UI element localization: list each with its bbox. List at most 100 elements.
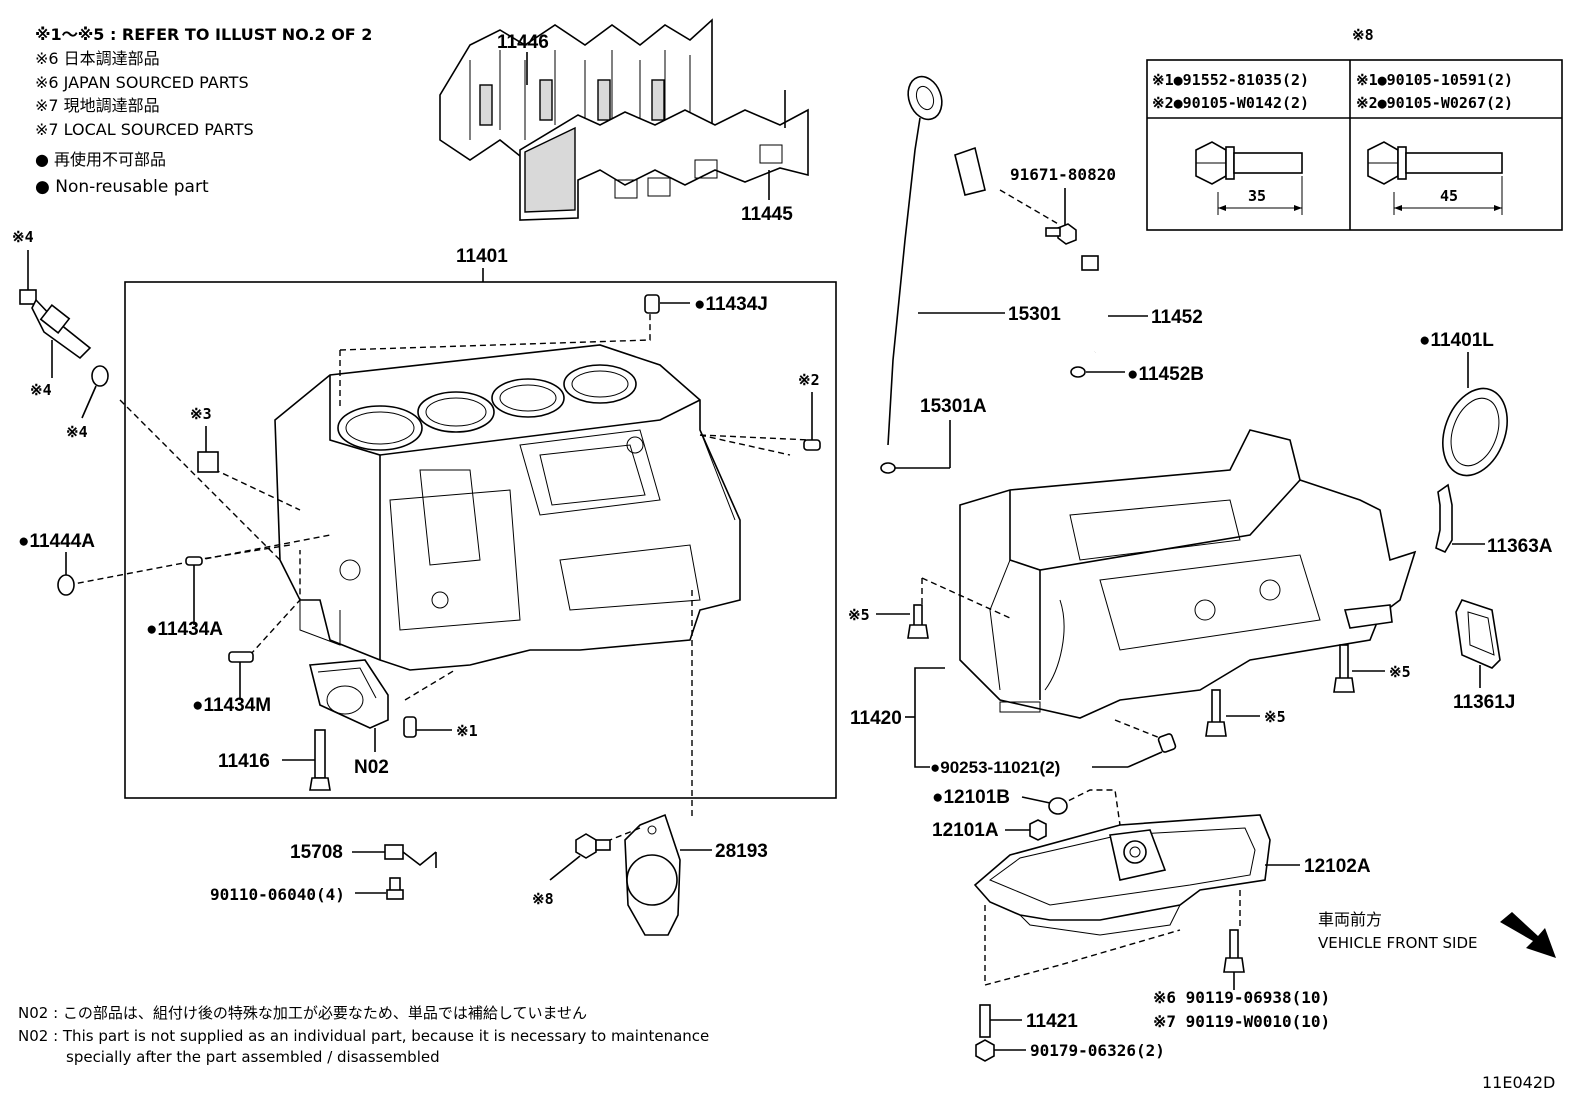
oil-pan-12102A (973, 814, 1271, 936)
o-ring-15301A (880, 462, 896, 474)
label-12102A: 12102A (1304, 856, 1371, 877)
stiffening-crankcase-11420 (959, 429, 1417, 719)
legend-notes: ※1～※5 : REFER TO ILLUST NO.2 OF 2 ※6 日本調… (35, 25, 372, 197)
spec-left-row1: ※1●91552-81035(2) (1152, 71, 1309, 89)
label-11446: 11446 (497, 32, 549, 53)
label-12101B: ●12101B (932, 787, 1010, 808)
pin-11434A (185, 556, 203, 566)
gasket-12101B (1048, 797, 1068, 815)
label-mark-8: ※8 (532, 890, 554, 908)
note-nonreuse-en: ● Non-reusable part (35, 177, 209, 197)
o-ring-11452B (1070, 366, 1086, 378)
bolt-90119 (1223, 929, 1245, 973)
spec-right-dim: 45 (1440, 187, 1458, 205)
label-mark-5-c: ※5 (1264, 708, 1286, 726)
dowel-mark-1 (403, 716, 417, 738)
pin-11434M (228, 651, 254, 663)
bolt-90110 (386, 877, 404, 900)
bearing-cap-N02 (308, 659, 389, 729)
bolt-mark-5-c (1205, 689, 1227, 737)
nut-90179 (975, 1039, 995, 1062)
label-90119-a: ※6 90119-06938(10) (1153, 988, 1330, 1007)
label-11361J: 11361J (1453, 692, 1515, 713)
note-6-en: ※6 JAPAN SOURCED PARTS (35, 73, 249, 92)
gasket-28193 (624, 813, 681, 936)
drain-plug-12101A (1029, 819, 1047, 841)
bolt-mark-5-a (907, 604, 929, 639)
label-11363A: 11363A (1487, 536, 1553, 557)
label-mark-5-a: ※5 (848, 606, 870, 624)
label-mark-1: ※1 (456, 722, 478, 740)
footer-n02-en2: specially after the part assembled / dis… (66, 1048, 440, 1066)
label-90119-b: ※7 90119-W0010(10) (1153, 1012, 1330, 1031)
label-11434M: ●11434M (192, 695, 271, 716)
footer-n02-jp: N02 : この部品は、組付け後の特殊な加工が必要なため、単品では補給していませ… (18, 1004, 587, 1022)
note-ref: ※1～※5 : REFER TO ILLUST NO.2 OF 2 (35, 25, 372, 44)
label-mark-5-b: ※5 (1389, 663, 1411, 681)
footer-n02-en1: N02 : This part is not supplied as an in… (18, 1027, 709, 1045)
label-11420: 11420 (850, 708, 902, 729)
note-nonreuse-jp: ● 再使用不可部品 (35, 150, 166, 169)
cylinder-block (274, 344, 741, 671)
label-15301A: 15301A (920, 396, 987, 417)
label-90110: 90110-06040(4) (210, 885, 345, 904)
dowel-pin-11434J (644, 294, 660, 314)
note-7-en: ※7 LOCAL SOURCED PARTS (35, 120, 254, 139)
retainer-11361J (1455, 599, 1501, 669)
block-assy-frame (124, 281, 837, 799)
note-7-jp: ※7 現地調達部品 (35, 96, 160, 115)
label-15301: 15301 (1008, 304, 1061, 325)
label-mark-3: ※3 (190, 405, 212, 423)
label-11452: 11452 (1151, 307, 1203, 328)
label-28193: 28193 (715, 841, 768, 862)
label-12101A: 12101A (932, 820, 999, 841)
oil-seal-11401L (1442, 387, 1508, 477)
label-11444A: ●11444A (18, 531, 95, 552)
illustration-code: 11E042D (1482, 1073, 1555, 1092)
label-11434J: ●11434J (694, 294, 768, 315)
water-drain-union (19, 289, 92, 360)
label-91671: 91671-80820 (1010, 165, 1116, 184)
spec-table: ※8 ※1●91552-81035(2) ※2●90105-W0142(2) ※… (1146, 26, 1563, 231)
label-11445: 11445 (741, 204, 793, 225)
spec-right-row1: ※1●90105-10591(2) (1356, 71, 1513, 89)
o-ring-11444A (57, 574, 75, 596)
note-6-jp: ※6 日本調達部品 (35, 49, 160, 68)
front-label-jp: 車両前方 (1318, 910, 1382, 929)
label-N02: N02 (354, 757, 389, 778)
plug-mark-3 (197, 451, 219, 473)
o-ring-mark-4 (91, 365, 109, 387)
oil-level-gauge-guide-11452 (954, 127, 1112, 353)
bolt-35-icon (1195, 141, 1303, 215)
label-90179: 90179-06326(2) (1030, 1041, 1165, 1060)
label-11421: 11421 (1026, 1011, 1078, 1032)
spec-left-row2: ※2●90105-W0142(2) (1152, 94, 1309, 112)
spec-left-dim: 35 (1248, 187, 1266, 205)
label-11434A: ●11434A (146, 619, 223, 640)
spec-table-frame (1146, 59, 1563, 231)
spec-right-row2: ※2●90105-W0267(2) (1356, 94, 1513, 112)
label-mark-4-a: ※4 (12, 228, 34, 246)
label-15708: 15708 (290, 842, 343, 863)
label-11401L: ●11401L (1419, 330, 1494, 351)
label-mark-4-b: ※4 (30, 381, 52, 399)
oil-jet-nozzle-15708 (384, 844, 437, 868)
pin-mark-2 (803, 439, 821, 451)
label-90253: ●90253-11021(2) (930, 758, 1060, 777)
oil-level-gauge-15301 (887, 75, 943, 446)
label-11401: 11401 (456, 246, 508, 267)
label-11416: 11416 (218, 751, 270, 772)
spec-table-title: ※8 (1352, 26, 1374, 44)
label-mark-4-c: ※4 (66, 423, 88, 441)
bolt-45-icon (1367, 141, 1503, 215)
front-label-en: VEHICLE FRONT SIDE (1318, 934, 1478, 952)
bolt-91671 (1045, 223, 1077, 245)
thrust-washer-11363A (1435, 483, 1453, 554)
water-jacket-spacer-11445 (519, 90, 809, 221)
dowel-90253 (1157, 733, 1177, 753)
vehicle-front-arrow-icon (1500, 912, 1556, 958)
label-mark-2: ※2 (798, 371, 820, 389)
bolt-mark-5-b (1333, 644, 1355, 693)
label-11452B: ●11452B (1127, 364, 1204, 385)
